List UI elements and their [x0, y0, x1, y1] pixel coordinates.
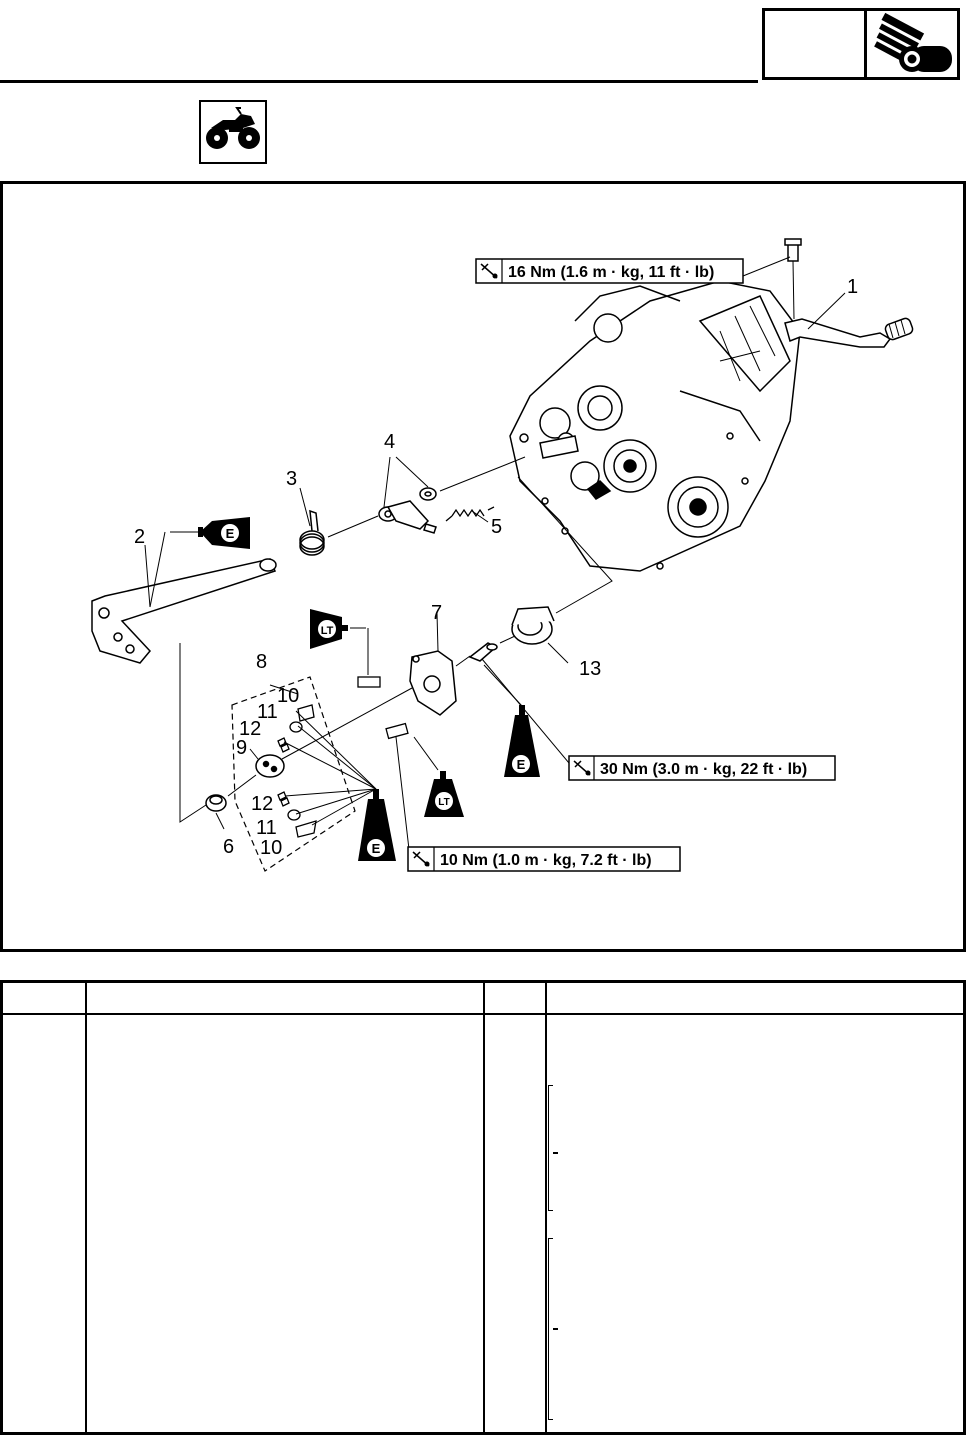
- torque-wrench-icon: [480, 263, 498, 279]
- crankcase-illustration: [509, 280, 801, 572]
- callout-13: 13: [579, 658, 601, 680]
- torque-spec-3: 10 Nm (1.0 m · kg, 7.2 ft · lb): [407, 846, 681, 872]
- stopper-lever-bolt: [468, 642, 498, 662]
- stopper-screw-lower: [385, 722, 409, 740]
- callout-3: 3: [286, 468, 297, 490]
- leader-lines: [144, 256, 846, 859]
- parts-table-header-job: [87, 983, 483, 1013]
- parts-table-header-qty: [485, 983, 545, 1013]
- callout-11-upper: 11: [257, 701, 278, 723]
- pawl-lower: [295, 820, 317, 838]
- callout-12-lower: 12: [251, 793, 273, 815]
- segment: [511, 606, 555, 645]
- svg-text:E: E: [226, 526, 235, 541]
- parts-table-col-divider-1: [85, 980, 87, 1435]
- remarks-bracket-1-tick: [553, 1152, 558, 1154]
- pawl-spring-upper: [277, 737, 290, 753]
- extension-spring: [445, 506, 495, 522]
- transmission-gear-icon: [874, 12, 952, 72]
- header-rule: [0, 80, 758, 83]
- callout-10-lower: 10: [260, 837, 282, 859]
- callout-1: 1: [847, 276, 858, 298]
- pawl-upper: [297, 704, 315, 722]
- torque-spec-2: 30 Nm (3.0 m · kg, 22 ft · lb): [568, 755, 836, 781]
- pawl-parts: [277, 704, 317, 838]
- atv-icon: [206, 107, 260, 149]
- shift-shaft: [91, 558, 277, 664]
- svg-text:30 Nm (3.0 m · kg, 22 ft · lb): 30 Nm (3.0 m · kg, 22 ft · lb): [600, 761, 807, 778]
- svg-text:E: E: [372, 841, 381, 856]
- remarks-bracket-1: [548, 1085, 553, 1211]
- assembly-lines: [179, 456, 613, 823]
- parts-table-col-divider-2: [483, 980, 485, 1435]
- svg-text:LT: LT: [321, 625, 334, 637]
- section-icon-divider: [864, 8, 867, 80]
- callout-11-lower: 11: [256, 817, 277, 839]
- callout-9: 9: [236, 737, 247, 759]
- engine-oil-symbol-3: E: [358, 789, 396, 861]
- callout-5: 5: [491, 516, 502, 538]
- engine-oil-symbol-1: E: [198, 517, 250, 549]
- callout-6: 6: [223, 836, 234, 858]
- callout-2: 2: [134, 526, 145, 548]
- exploded-diagram-frame: [0, 181, 966, 952]
- parts-table-header-remarks: [547, 983, 963, 1013]
- section-icon-box: [762, 8, 960, 80]
- callout-7: 7: [431, 602, 442, 624]
- callout-4: 4: [384, 431, 395, 453]
- stopper-screw-upper: [357, 676, 381, 688]
- pawl-pin-upper: [289, 721, 303, 733]
- shift-shaft-exploded-diagram: 1 2 3 4 5 6 7 8 9 10 11 12 13 10 11 12 1…: [91, 238, 914, 872]
- callout-12-upper: 12: [239, 718, 261, 740]
- part-callouts: 1 2 3 4 5 6 7 8 9 10 11 12 13 10 11 12: [134, 276, 858, 859]
- svg-text:LT: LT: [438, 797, 449, 808]
- parts-table-header-order: [0, 983, 85, 1013]
- vehicle-icon-box: [199, 100, 267, 164]
- remarks-bracket-2-tick: [553, 1328, 558, 1330]
- pawl-pin-lower: [287, 809, 301, 821]
- svg-text:16 Nm (1.6 m · kg, 11 ft · lb): 16 Nm (1.6 m · kg, 11 ft · lb): [508, 264, 714, 281]
- svg-text:10 Nm (1.0 m · kg, 7.2 ft · lb: 10 Nm (1.0 m · kg, 7.2 ft · lb): [440, 852, 652, 869]
- remarks-bracket-2: [548, 1238, 553, 1420]
- engine-oil-symbol-2: E: [504, 705, 540, 777]
- callout-8: 8: [256, 651, 267, 673]
- pawl-spring-lower: [277, 791, 290, 807]
- torsion-spring: [299, 509, 325, 556]
- torque-wrench-icon: [412, 851, 430, 867]
- torque-spec-1: 16 Nm (1.6 m · kg, 11 ft · lb): [475, 258, 744, 284]
- svg-text:E: E: [517, 757, 526, 772]
- callout-10-upper: 10: [277, 685, 299, 707]
- parts-table-col-divider-3: [545, 980, 547, 1435]
- collar: [205, 794, 227, 812]
- shift-guide-lever: [378, 487, 437, 534]
- torque-wrench-icon: [573, 760, 591, 776]
- segment-assembly: [255, 754, 285, 778]
- shift-drum-assembly-box: [231, 676, 356, 872]
- stopper-plate: [409, 650, 457, 716]
- locktite-symbol-2: LT: [424, 771, 464, 817]
- locktite-symbol-1: LT: [310, 609, 348, 649]
